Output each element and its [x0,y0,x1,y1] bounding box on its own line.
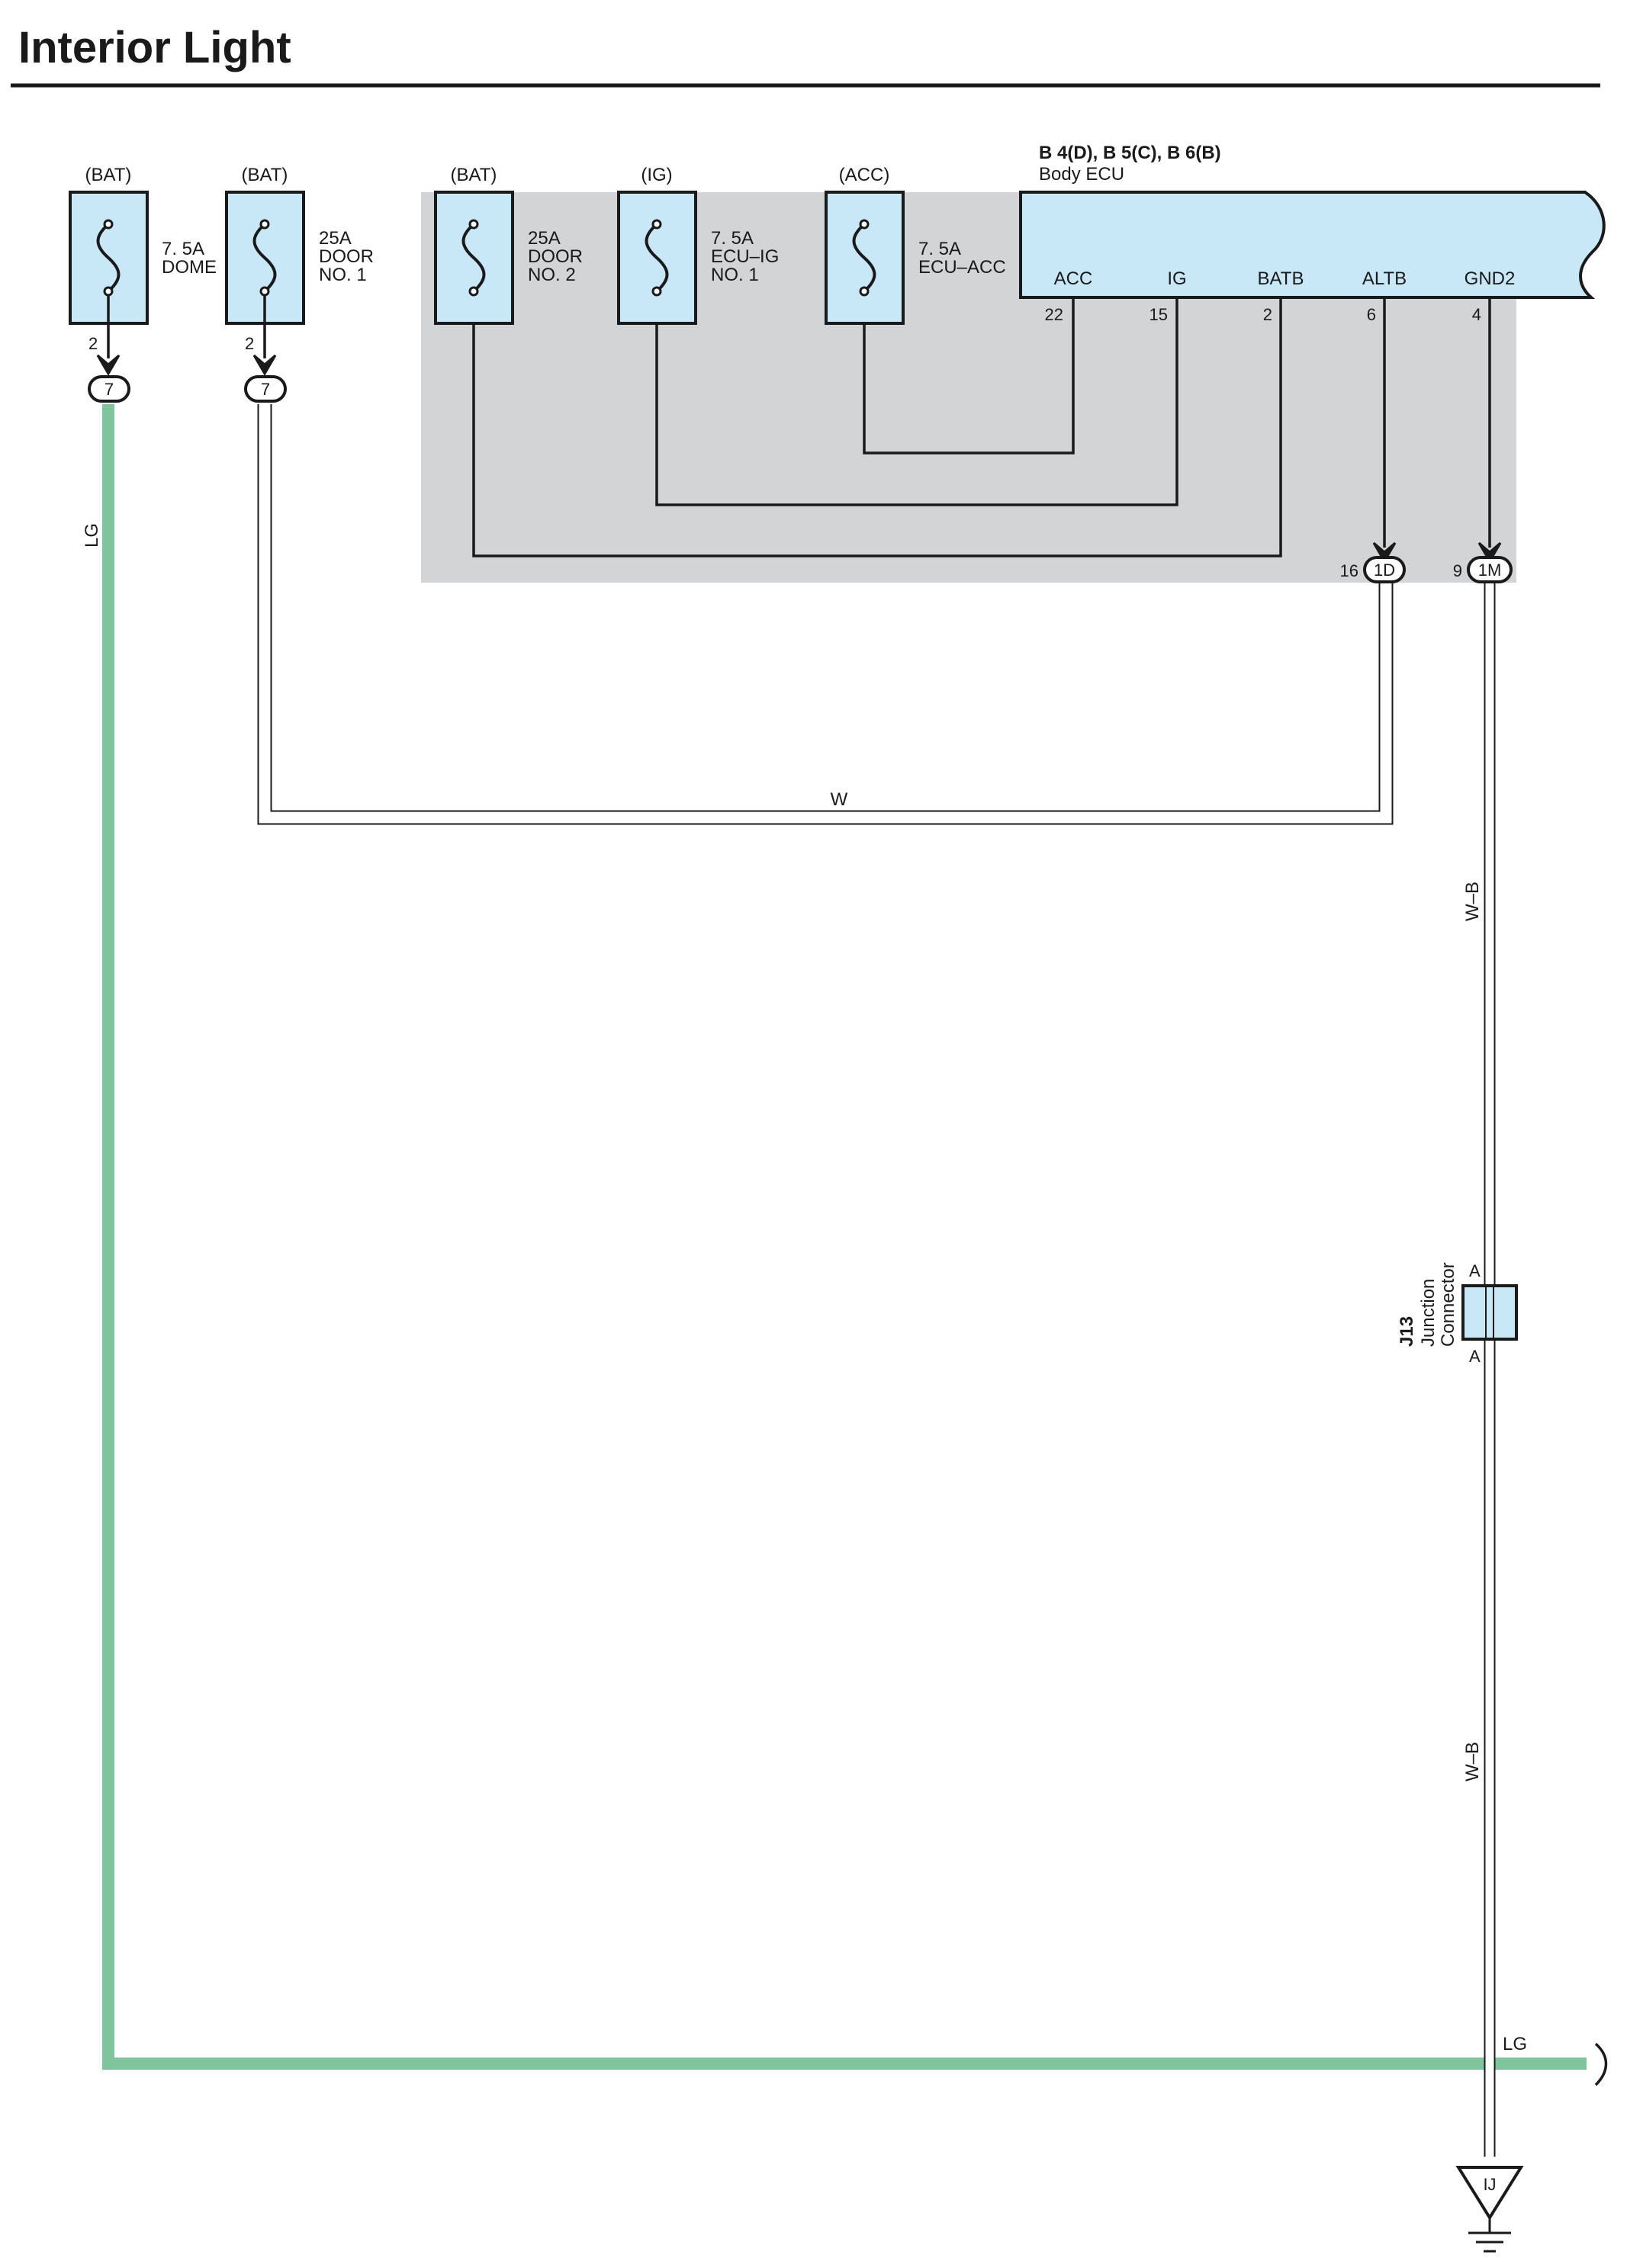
wire-batb [472,294,1282,557]
ecu-terminal-ig: IG [1167,268,1186,289]
fuse-dome: (BAT) 7. 5A DOME [69,165,217,325]
connector-oval [88,375,130,403]
j13-name-1: Junction [1418,1279,1439,1347]
connector-1d-pin: 16 [1340,561,1358,580]
connector-1d-label: 1D [1374,561,1395,580]
ecu-pin-altb: 6 [1367,305,1376,324]
wire-acc [863,294,1075,455]
fuse-door-no1-name-1: DOOR [319,246,374,267]
j13-junction-connector: A A J13 Junction Connector [1397,1261,1518,1366]
wire-break-icon [1594,2042,1608,2086]
connector-arrow-icon [96,354,121,376]
page-title: Interior Light [18,23,291,72]
body-ecu: B 4(D), B 5(C), B 6(B) Body ECU ACC IG B… [1019,143,1606,324]
wire-w-label: W [831,789,848,810]
fuse-ecu-ig-rating: 7. 5A [711,228,754,249]
fuse-ecu-ig-name-2: NO. 1 [711,265,759,285]
fuse-dome-pin: 2 [88,334,98,353]
connector-oval-1d [1363,556,1406,583]
ecu-code: B 4(D), B 5(C), B 6(B) [1039,143,1221,163]
fuse-terminal-icon [468,219,479,230]
fuse-ecu-acc-name: ECU–ACC [918,257,1006,278]
fuse-ecu-ig-name-1: ECU–IG [711,246,779,267]
ecu-pin-ig: 15 [1149,305,1168,324]
fuse-dome-connector: 7 [104,380,114,399]
ecu-pin-acc: 22 [1045,305,1063,324]
fuse-door-no1: (BAT) 25A DOOR NO. 1 [225,165,374,325]
ecu-pin-batb: 2 [1263,305,1272,324]
ground-triangle-icon [1455,2166,1524,2221]
fuse-door-no2-name-1: DOOR [528,246,583,267]
fuse-ecu-acc: (ACC) 7. 5A ECU–ACC [825,165,1006,325]
fuse-terminal-icon [651,286,662,297]
fuse-terminal-icon [859,219,870,230]
j13-box [1461,1284,1518,1341]
fuse-ecu-ig-source: (IG) [641,165,672,185]
fuse-terminal-icon [859,286,870,297]
fuse-symbol-icon [645,223,669,293]
connector-arrow-icon [1477,541,1502,564]
ecu-terminal-batb: BATB [1258,268,1304,289]
connector-arrow-icon [1372,541,1397,564]
fuse-door-no2: (BAT) 25A DOOR NO. 2 [434,165,583,325]
connector-oval [244,375,287,403]
fuse-dome-name: DOME [162,257,217,278]
wire-lg [102,404,1587,2070]
connector-oval-1m [1467,556,1513,583]
j13-code: J13 [1397,1316,1417,1347]
ecu-box [1019,191,1606,299]
wire-wb-label-upper: W–B [1462,882,1483,921]
j13-pin-bottom: A [1469,1347,1481,1366]
fuse-door-no1-source: (BAT) [242,165,288,185]
fuse-door-no2-source: (BAT) [451,165,497,185]
ground-label: IJ [1483,2175,1496,2194]
fuse-terminal-icon [259,219,270,230]
fuse-door-no2-name-2: NO. 2 [528,265,576,285]
ecu-name: Body ECU [1039,164,1124,185]
fuse-terminal-icon [103,286,114,297]
wire-lg-label-vertical: LG [82,523,102,548]
ecu-pin-gnd2: 4 [1472,305,1481,324]
fuse-door-no2-rating: 25A [528,228,561,249]
wire-lg-label-horizontal: LG [1503,2034,1527,2054]
fuse-ecu-acc-source: (ACC) [839,165,890,185]
fuse-door-no1-pin: 2 [245,334,254,353]
fuse-ecu-ig-no1: (IG) 7. 5A ECU–IG NO. 1 [617,165,779,325]
fuse-terminal-icon [103,219,114,230]
j13-pin-top: A [1469,1261,1481,1280]
fuse-dome-rating: 7. 5A [162,239,204,259]
fuse-symbol-icon [461,223,486,293]
fuse-symbol-icon [96,223,121,293]
wire-ig [655,294,1178,506]
j13-name-2: Connector [1438,1262,1458,1347]
wire-wb-label-lower: W–B [1462,1742,1483,1781]
connector-1m-pin: 9 [1453,561,1462,580]
ecu-terminal-gnd2: GND2 [1465,268,1516,289]
fuse-door-no1-name-2: NO. 1 [319,265,367,285]
fuse-ecu-acc-rating: 7. 5A [918,239,961,259]
fuse-terminal-icon [468,286,479,297]
connector-arrow-icon [252,354,277,376]
fuse-terminal-icon [259,286,270,297]
ecu-terminal-altb: ALTB [1362,268,1407,289]
wire-w [259,404,1392,824]
fuse-door-no1-connector: 7 [261,380,270,399]
connector-1m-label: 1M [1478,561,1502,580]
fuse-door-no1-rating: 25A [319,228,352,249]
ecu-terminal-acc: ACC [1054,268,1093,289]
fuse-symbol-icon [852,223,876,293]
ground-ij: IJ [1455,2166,1524,2253]
fuse-terminal-icon [651,219,662,230]
fuse-dome-source: (BAT) [85,165,132,185]
fuse-symbol-icon [252,223,277,293]
